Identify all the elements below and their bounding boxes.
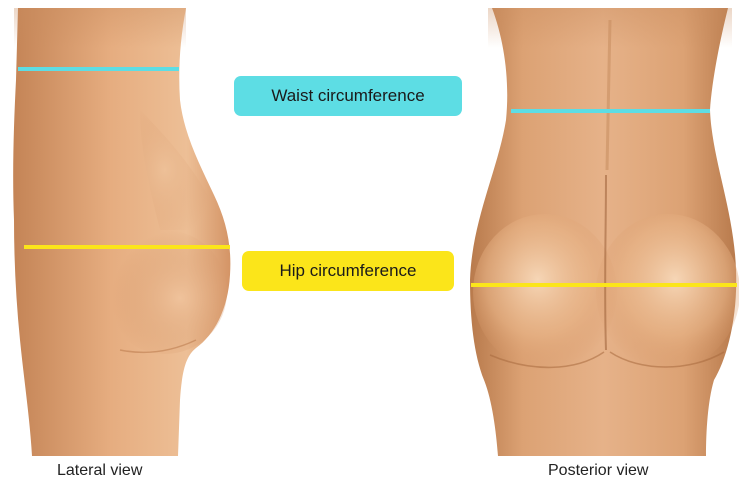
posterior-body	[470, 8, 739, 456]
gluteal-cleft	[605, 175, 606, 350]
lateral-view-caption: Lateral view	[57, 462, 142, 480]
left-buttock	[473, 214, 617, 370]
lateral-body	[13, 8, 230, 456]
posterior-view-caption: Posterior view	[548, 462, 648, 480]
posterior-top-fade	[488, 8, 732, 48]
lateral-top-fade	[14, 8, 186, 48]
lateral-torso	[13, 8, 230, 456]
waist-circumference-label: Waist circumference	[234, 76, 462, 116]
hip-circumference-label: Hip circumference	[242, 251, 454, 291]
right-buttock	[596, 214, 739, 370]
